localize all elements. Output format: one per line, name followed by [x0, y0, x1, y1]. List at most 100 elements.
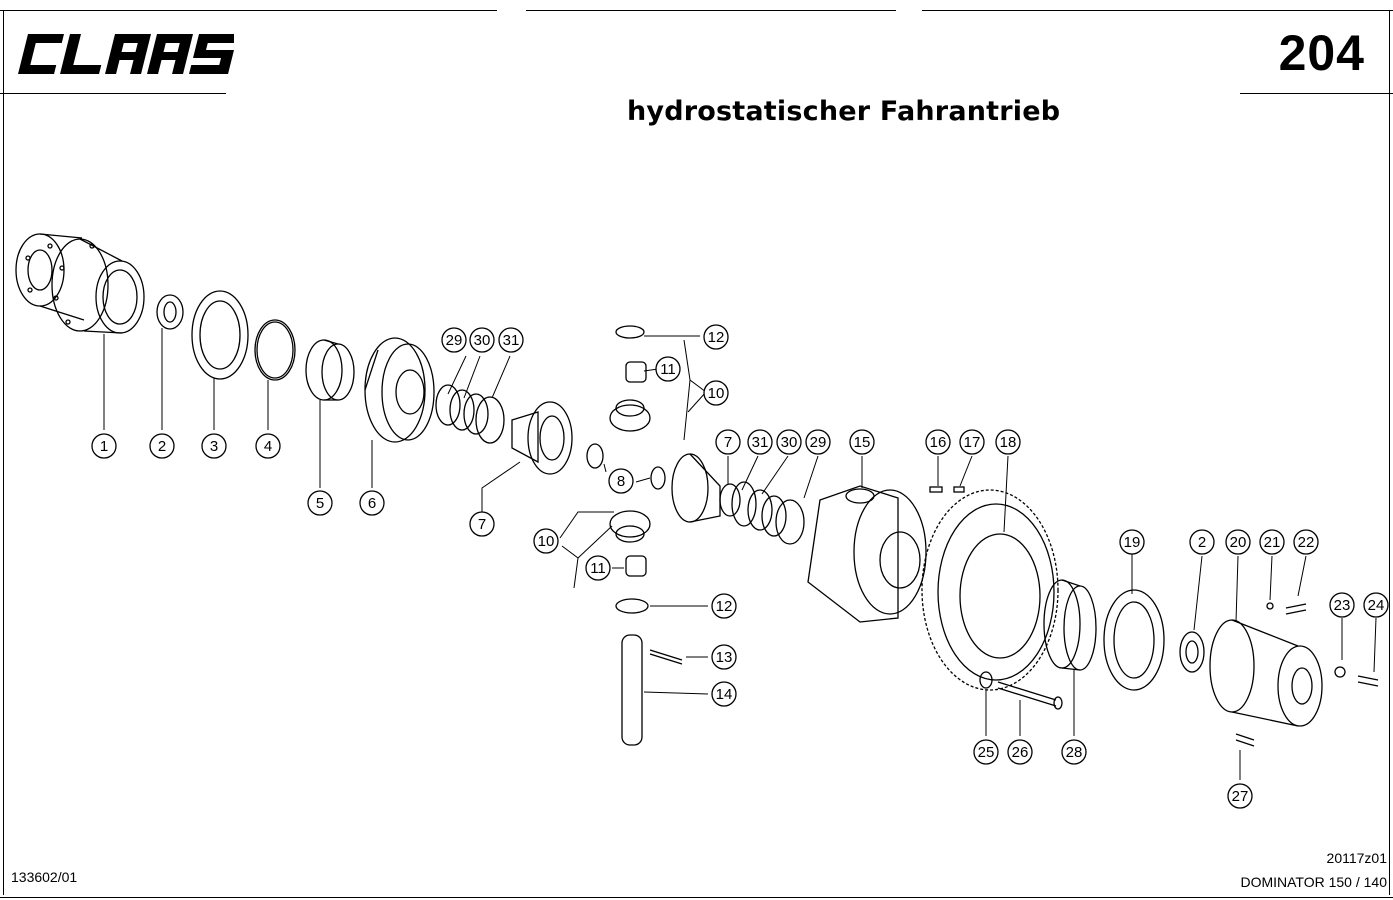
svg-text:15: 15: [854, 434, 871, 451]
svg-text:10: 10: [538, 533, 555, 550]
svg-text:26: 26: [1012, 744, 1029, 761]
svg-text:30: 30: [474, 332, 491, 349]
svg-text:8: 8: [617, 473, 625, 490]
part-5-bearing: [305, 339, 355, 401]
callout-11-upper: 11: [655, 356, 681, 382]
callout-11-lower: 11: [585, 555, 611, 581]
callout-28: 28: [1061, 739, 1087, 765]
callout-19: 19: [1119, 529, 1145, 555]
callout-17: 17: [959, 429, 985, 455]
svg-text:1: 1: [100, 438, 108, 455]
callout-6: 6: [359, 490, 385, 516]
svg-text:24: 24: [1368, 597, 1385, 614]
callout-25: 25: [973, 739, 999, 765]
parts-29-31-rings-right: [731, 481, 805, 545]
parts-21-24-27-fasteners: [1235, 602, 1379, 747]
svg-text:23: 23: [1334, 597, 1351, 614]
svg-text:22: 22: [1298, 534, 1315, 551]
part-2-seal: [156, 294, 184, 330]
svg-text:14: 14: [716, 686, 733, 703]
part-19-gasket: [1103, 589, 1165, 691]
callout-24: 24: [1363, 592, 1389, 618]
callout-7-right: 7: [715, 429, 741, 455]
part-13-pin: [649, 649, 683, 665]
svg-text:17: 17: [964, 434, 981, 451]
parts-25-26-bolt-nut: [979, 671, 1063, 710]
callout-31-left: 31: [498, 327, 524, 353]
part-7-bevel-gear-left: [511, 401, 573, 475]
part-3-gasket: [191, 290, 249, 380]
page-number-underline: [1240, 93, 1393, 94]
part-2-seal-right: [1179, 631, 1205, 673]
callout-10-lower: 10: [533, 528, 559, 554]
svg-text:19: 19: [1124, 534, 1141, 551]
callout-21: 21: [1259, 529, 1285, 555]
callout-31-right: 31: [747, 429, 773, 455]
parts-16-17-pins: [929, 486, 965, 493]
svg-text:29: 29: [446, 332, 463, 349]
right-border: [1389, 10, 1390, 895]
callout-3: 3: [201, 433, 227, 459]
svg-text:2: 2: [158, 438, 166, 455]
svg-text:21: 21: [1264, 534, 1281, 551]
svg-text:31: 31: [503, 332, 520, 349]
callout-30-left: 30: [469, 327, 495, 353]
leader-lines: [103, 328, 1377, 780]
callouts: 1 2 3 4 5 6 29 30 31 7 8 12 11 10 10 11 …: [91, 324, 1389, 809]
svg-text:28: 28: [1066, 744, 1083, 761]
svg-text:27: 27: [1232, 788, 1249, 805]
callout-1: 1: [91, 433, 117, 459]
svg-text:30: 30: [781, 434, 798, 451]
svg-text:4: 4: [264, 438, 272, 455]
callout-14: 14: [711, 681, 737, 707]
callout-26: 26: [1007, 739, 1033, 765]
parts-10-12-upper-pinion-set: [609, 325, 651, 432]
svg-text:5: 5: [316, 495, 324, 512]
machine-model: DOMINATOR 150 / 140: [1240, 874, 1387, 890]
part-18-ring-gear: [921, 489, 1059, 691]
svg-text:3: 3: [210, 438, 218, 455]
svg-text:16: 16: [930, 434, 947, 451]
svg-text:25: 25: [978, 744, 995, 761]
callout-23: 23: [1329, 592, 1355, 618]
callout-7-left: 7: [469, 511, 495, 537]
svg-text:12: 12: [716, 598, 733, 615]
left-border: [3, 10, 4, 895]
svg-text:31: 31: [752, 434, 769, 451]
part-4-o-ring: [254, 319, 296, 381]
callout-4: 4: [255, 433, 281, 459]
page-title: hydrostatischer Fahrantrieb: [627, 96, 1061, 127]
svg-text:20: 20: [1230, 534, 1247, 551]
parts-29-31-rings: [435, 384, 505, 444]
svg-text:29: 29: [810, 434, 827, 451]
svg-text:11: 11: [660, 361, 676, 378]
part-15-differential-housing: [807, 485, 927, 623]
part-7-bevel-gear-right: [671, 453, 741, 523]
callout-12-lower: 12: [711, 593, 737, 619]
callout-2: 2: [149, 433, 175, 459]
callout-22: 22: [1293, 529, 1319, 555]
top-rule-left: [0, 10, 497, 11]
svg-text:7: 7: [478, 516, 486, 533]
callout-16: 16: [925, 429, 951, 455]
callout-18: 18: [995, 429, 1021, 455]
drawing-number: 20117z01: [1326, 850, 1387, 866]
callout-30-right: 30: [776, 429, 802, 455]
callout-27: 27: [1227, 783, 1253, 809]
callout-2-right: 2: [1189, 529, 1215, 555]
part-1-hub-housing: [15, 233, 145, 334]
svg-text:7: 7: [724, 434, 732, 451]
svg-text:6: 6: [368, 495, 376, 512]
callout-5: 5: [307, 490, 333, 516]
svg-text:13: 13: [716, 649, 733, 666]
callout-12-upper: 12: [703, 324, 729, 350]
callout-8: 8: [608, 468, 634, 494]
svg-text:12: 12: [708, 329, 725, 346]
top-rule-right: [922, 10, 1393, 11]
page-number: 204: [1278, 25, 1365, 81]
part-20-output-hub: [1209, 619, 1323, 727]
document-number: 133602/01: [11, 869, 78, 885]
callout-10-upper: 10: [703, 380, 729, 406]
part-14-cross-shaft: [621, 634, 643, 746]
callout-15: 15: [849, 429, 875, 455]
